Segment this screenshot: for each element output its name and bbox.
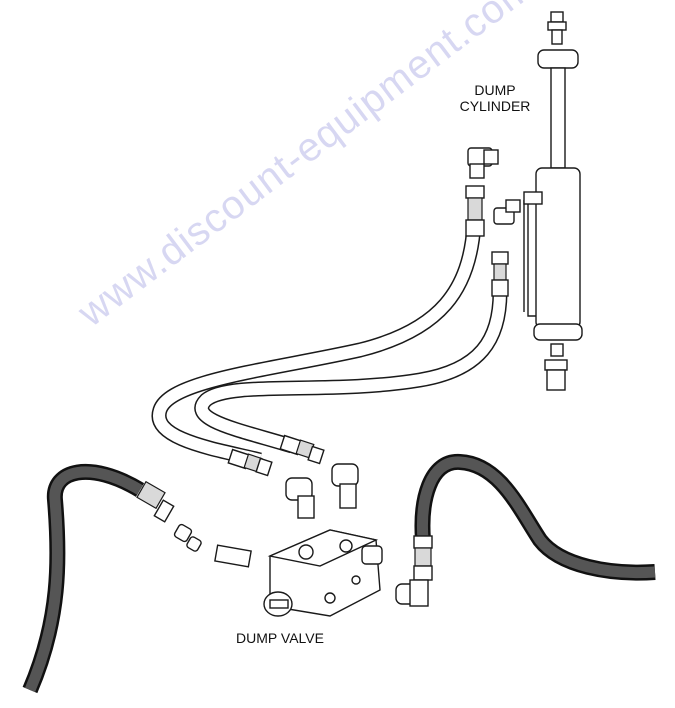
dump-cylinder	[523, 11, 583, 391]
cylinder-bottom-clevis	[533, 323, 583, 341]
dump-valve	[263, 529, 383, 617]
cylinder-hose-outer	[151, 223, 482, 468]
valve-elbow-left	[285, 477, 315, 519]
dump-cylinder-label-line2: CYLINDER	[459, 98, 531, 114]
cylinder-side-tube	[523, 196, 536, 317]
dump-cylinder-label: DUMP CYLINDER	[440, 82, 550, 114]
right-hose-fittings	[395, 535, 433, 607]
dump-valve-label: DUMP VALVE	[236, 630, 324, 646]
cylinder-top-clevis	[537, 49, 579, 69]
hose-fitting-lower-left	[227, 448, 273, 477]
right-return-hose	[414, 454, 656, 581]
cylinder-bottom-fitting	[544, 343, 568, 391]
valve-side-port	[361, 545, 383, 565]
cylinder-rod	[550, 67, 566, 169]
hose-fitting-lower-right	[279, 434, 325, 465]
upper-elbow-fitting-left	[467, 147, 499, 179]
hose-fitting-upper-left	[465, 185, 485, 237]
valve-port-right	[339, 539, 353, 553]
upper-elbow-fitting-right	[493, 199, 521, 225]
cylinder-hose-inner	[194, 291, 508, 454]
dump-cylinder-label-line1: DUMP	[474, 82, 516, 98]
left-supply-hose	[22, 463, 145, 694]
hose-fitting-upper-right	[491, 251, 509, 297]
valve-port-left	[298, 544, 314, 560]
cylinder-port-fitting	[523, 191, 543, 205]
valve-elbow-right	[331, 463, 359, 509]
left-hose-fittings	[136, 480, 252, 568]
cylinder-top-fitting	[547, 11, 567, 45]
